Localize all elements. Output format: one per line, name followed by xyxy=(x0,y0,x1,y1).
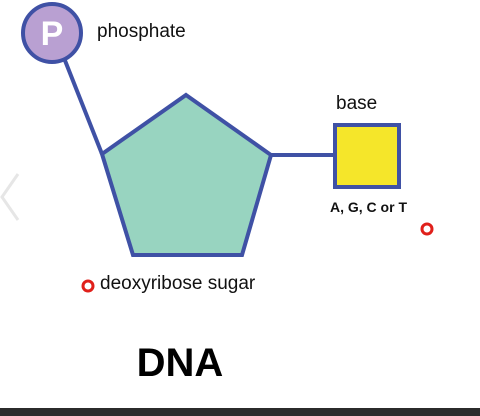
base-label: base xyxy=(336,93,378,114)
chevron-left-icon[interactable] xyxy=(0,172,20,222)
base-square-icon xyxy=(333,123,401,189)
diagram-title: DNA xyxy=(136,341,224,385)
sugar-label: deoxyribose sugar xyxy=(100,273,256,294)
base-options-label: A, G, C or T xyxy=(330,199,407,215)
ring-marker-icon xyxy=(420,222,434,236)
ring-marker-icon xyxy=(81,279,95,293)
phosphate-symbol: P xyxy=(41,15,64,53)
bottom-bar xyxy=(0,408,480,416)
phosphate-sugar-bond xyxy=(62,57,104,155)
sugar-pentagon-icon xyxy=(99,92,274,257)
phosphate-label: phosphate xyxy=(97,21,186,42)
phosphate-icon xyxy=(21,2,83,64)
